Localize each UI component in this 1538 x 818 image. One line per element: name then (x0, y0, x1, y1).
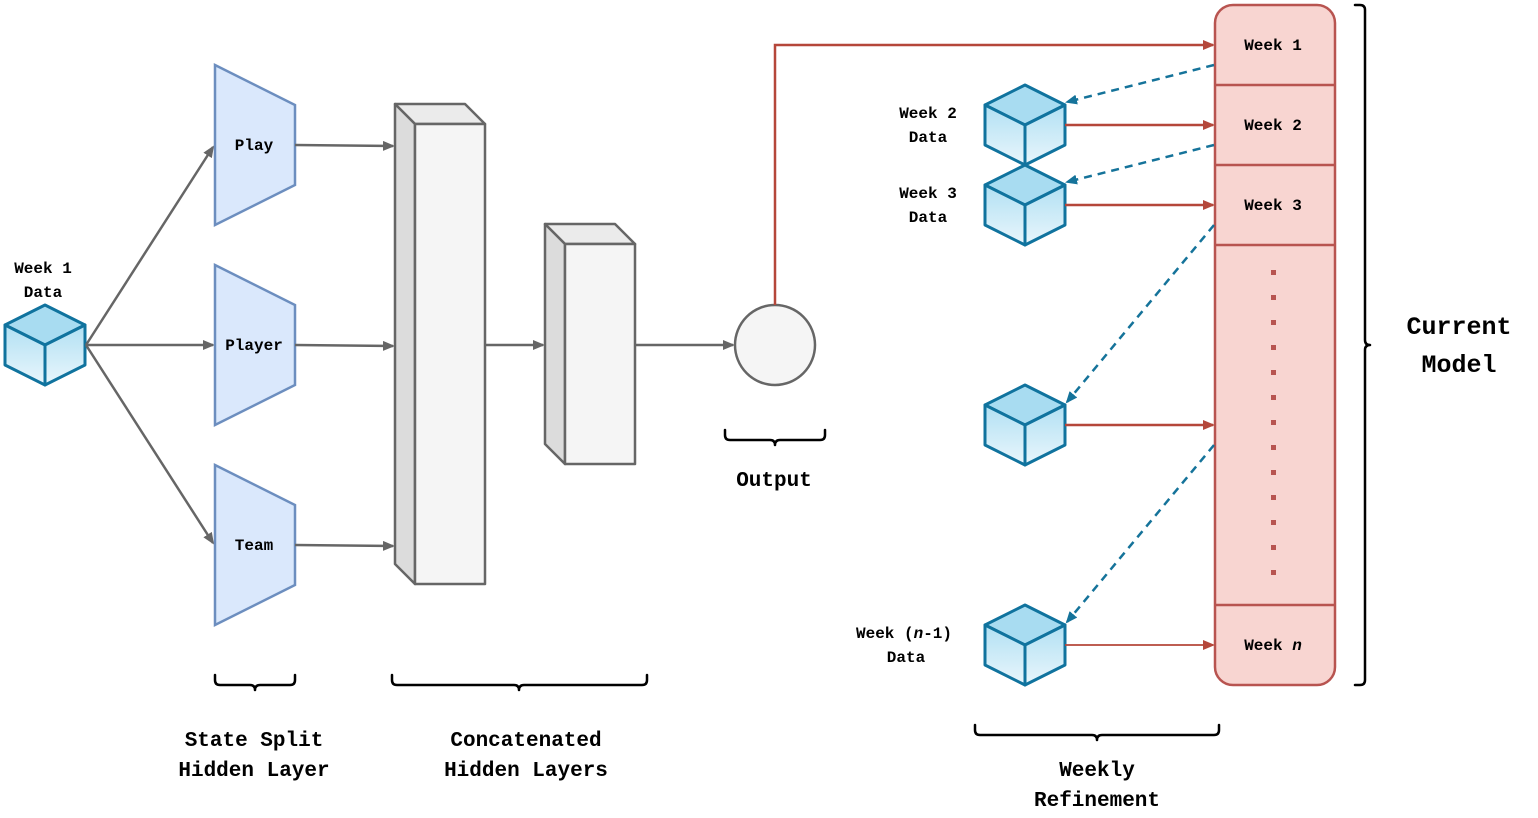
current-model-stack: Week 1 Week 2 Week 3 Week n (1213, 3, 1337, 687)
model-weekn-label: Week n (1244, 637, 1302, 655)
week1-data-label-line1: Week 1 (14, 260, 72, 278)
group-braces (213, 3, 1372, 742)
week2-data-label-line1: Week 2 (899, 105, 957, 123)
arrow-to-play (84, 145, 215, 346)
weekly-refinement-label-line2: Refinement (1034, 790, 1160, 813)
week-n-minus-1-var: n (914, 625, 924, 643)
team-layer (213, 462, 297, 628)
split-to-concat-arrows (294, 140, 395, 551)
team-layer-label: Team (235, 537, 274, 555)
arrow-to-team (84, 344, 215, 545)
output-node (733, 303, 817, 387)
model-weekn-prefix: Week (1244, 637, 1292, 655)
week2-data-label-line2: Data (909, 129, 948, 147)
player-layer-label: Player (225, 337, 283, 355)
state-split-label-line2: Hidden Layer (178, 760, 329, 783)
weekly-refinement-brace (973, 723, 1221, 742)
week3-feedback-arrow (1065, 224, 1215, 404)
state-split-brace (213, 673, 297, 692)
concat-label-line2: Hidden Layers (444, 760, 608, 783)
concat-brace (390, 673, 649, 692)
week-n-minus-1-data-cube-icon (983, 603, 1067, 687)
week1-data-label-line2: Data (24, 284, 63, 302)
week1-data-cube-icon (3, 303, 87, 387)
intermediate-week-data-cube-icon (983, 383, 1067, 467)
week-n-minus-1-label-line1: Week (n-1) (856, 625, 952, 643)
week1-feedback-arrow (1065, 63, 1215, 105)
state-split-layer: Play Player Team (213, 62, 297, 628)
model-week3-label: Week 3 (1244, 197, 1302, 215)
week2-data-cube-icon (983, 83, 1067, 167)
week3-data-cube-icon (983, 163, 1067, 247)
week-n-minus-1-label-line2: Data (887, 649, 926, 667)
model-weekn-var: n (1292, 637, 1302, 655)
week-n-minus-1-prefix: Week ( (856, 625, 914, 643)
play-layer (213, 62, 297, 228)
week-n-minus-1-suffix: -1) (923, 625, 952, 643)
model-week2-label: Week 2 (1244, 117, 1302, 135)
refinement-arrows (1065, 120, 1215, 650)
week3-data-label-line2: Data (909, 209, 948, 227)
feedback-arrows (1065, 63, 1215, 624)
play-layer-label: Play (235, 137, 274, 155)
model-week1-label: Week 1 (1244, 37, 1302, 55)
current-model-brace (1353, 3, 1372, 687)
model-ellipsis-dots (1271, 270, 1276, 575)
intermediate-feedback-arrow (1065, 444, 1215, 624)
week3-data-label-line1: Week 3 (899, 185, 957, 203)
weekly-refinement-label-line1: Weekly (1059, 760, 1135, 783)
output-to-week1-arrow (773, 40, 1215, 305)
player-layer (213, 262, 297, 428)
output-brace (723, 428, 827, 447)
concat-label-line1: Concatenated (450, 730, 601, 753)
concat-hidden-layer-1 (393, 102, 487, 586)
concat-hidden-layer-2 (543, 222, 637, 466)
state-split-label-line1: State Split (185, 730, 324, 753)
input-to-split-arrows (84, 145, 215, 545)
current-model-label-line2: Model (1421, 351, 1496, 380)
output-label: Output (736, 470, 812, 493)
current-model-label-line1: Current (1406, 313, 1511, 342)
week2-feedback-arrow (1065, 143, 1215, 185)
